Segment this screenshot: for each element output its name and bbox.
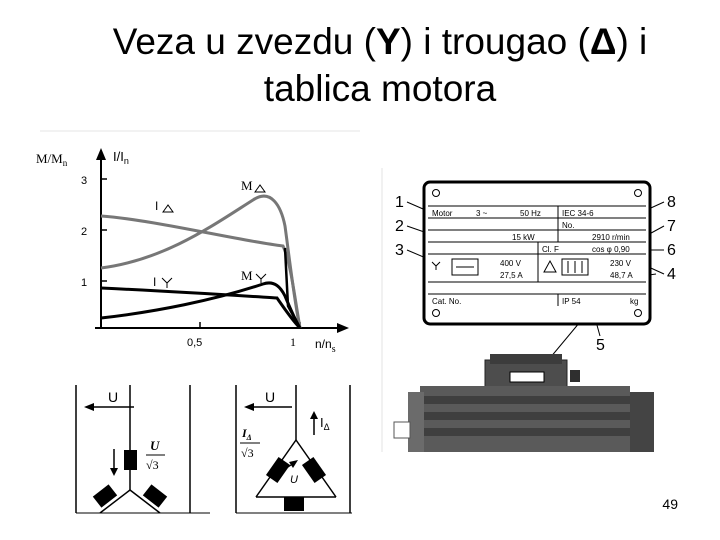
x-axis-label: n/ns	[315, 337, 336, 355]
plate-star-current: 27,5 A	[500, 271, 523, 280]
svg-text:M: M	[241, 178, 253, 193]
curve-m-y-drop	[283, 247, 302, 329]
page-number: 49	[662, 496, 678, 512]
star-winding	[92, 484, 118, 508]
plate-delta-current: 48,7 A	[610, 271, 633, 280]
plate-star-terminals	[451, 258, 479, 276]
title-part: ) i	[616, 21, 648, 62]
label-m-y: M	[241, 268, 267, 283]
svg-text:I: I	[155, 199, 158, 213]
callout-5: 5	[596, 337, 605, 354]
plate-catalog-no: Cat. No.	[432, 297, 461, 306]
delta-connection-diagram: U IΔ IΔ √3 U	[235, 385, 352, 514]
svg-text:I: I	[153, 275, 156, 289]
title-part: ) i trougao (	[400, 21, 590, 62]
delta-winding	[265, 456, 291, 484]
delta-winding	[284, 497, 304, 511]
delta-inner-u-label: U	[290, 474, 298, 486]
delta-i-label: IΔ	[320, 415, 330, 432]
callout-7: 7	[667, 218, 676, 235]
star-winding	[142, 484, 168, 508]
title-part: Veza u zvezdu (	[112, 21, 376, 62]
curve-m-delta	[100, 194, 302, 329]
curve-i-y	[100, 286, 302, 330]
title-line-2: tablica motora	[263, 68, 497, 109]
delta-current-fraction: IΔ √3	[240, 426, 260, 460]
plate-frequency: 50 Hz	[520, 209, 541, 218]
x-tick-label: 0,5	[187, 337, 202, 349]
plate-power: 15 kW	[512, 233, 535, 242]
callout-1: 1	[395, 194, 404, 211]
y-tick-label: 1	[81, 277, 87, 289]
label-i-y: I	[153, 275, 173, 289]
x-axis-arrow	[337, 323, 349, 333]
y-axis-label-right: I/In	[113, 149, 129, 166]
star-u-label: U	[108, 389, 118, 405]
plate-motor: Motor	[432, 209, 453, 218]
y-axis-arrow	[96, 148, 106, 160]
svg-text:IΔ: IΔ	[241, 426, 252, 442]
title-line-1: Veza u zvezdu (Y) i trougao (Δ) i	[60, 18, 700, 65]
callout-3: 3	[395, 242, 404, 259]
plate-delta-symbol	[543, 259, 557, 273]
title-symbol-delta: Δ	[589, 21, 617, 62]
y-axis-label-left: M/Mn	[36, 151, 68, 168]
svg-text:U: U	[150, 438, 160, 453]
y-tick-label: 3	[81, 175, 87, 187]
svg-text:M: M	[241, 268, 253, 283]
star-winding	[124, 450, 137, 470]
plate-delta-terminals	[561, 258, 589, 276]
callout-6: 6	[667, 242, 676, 259]
motor-body	[393, 354, 654, 452]
label-m-delta: M	[241, 178, 266, 193]
plate-insulation-class: Cl. F	[542, 245, 559, 254]
delta-u-label: U	[265, 389, 275, 405]
svg-text:√3: √3	[146, 458, 159, 472]
callout-8: 8	[667, 194, 676, 211]
plate-star-voltage: 400 V	[500, 259, 522, 268]
x-tick-label: 1	[290, 335, 296, 349]
plate-power-factor: cos φ 0,90	[592, 245, 630, 254]
callout-4: 4	[667, 266, 676, 283]
label-i-delta: I	[155, 199, 174, 213]
svg-text:√3: √3	[241, 446, 254, 460]
nameplate: Motor 3 ~ 50 Hz IEC 34-6 No. 15 kW 2910 …	[422, 180, 652, 326]
plate-serial-no: No.	[562, 221, 574, 230]
plate-star-symbol	[431, 261, 441, 270]
star-voltage-fraction: U √3	[146, 438, 165, 472]
plate-delta-voltage: 230 V	[610, 259, 632, 268]
star-connection-diagram: U U √3	[75, 385, 210, 514]
torque-current-graph: M/Mn I/In 3 2 1 0,5 1 n/ns I M I M	[36, 130, 360, 355]
plate-speed: 2910 r/min	[592, 233, 630, 242]
slide-title: Veza u zvezdu (Y) i trougao (Δ) i tablic…	[60, 18, 700, 112]
plate-phases: 3 ~	[476, 209, 488, 218]
plate-weight-unit: kg	[630, 297, 638, 306]
delta-winding	[301, 456, 327, 484]
callout-2: 2	[395, 218, 404, 235]
plate-ip-rating: IP 54	[562, 297, 581, 306]
title-symbol-y: Y	[375, 21, 401, 62]
plate-standard: IEC 34-6	[562, 209, 594, 218]
y-tick-label: 2	[81, 226, 87, 238]
motor-nameplate-figure: 1 2 3 8 7 6 4 5	[381, 168, 676, 452]
